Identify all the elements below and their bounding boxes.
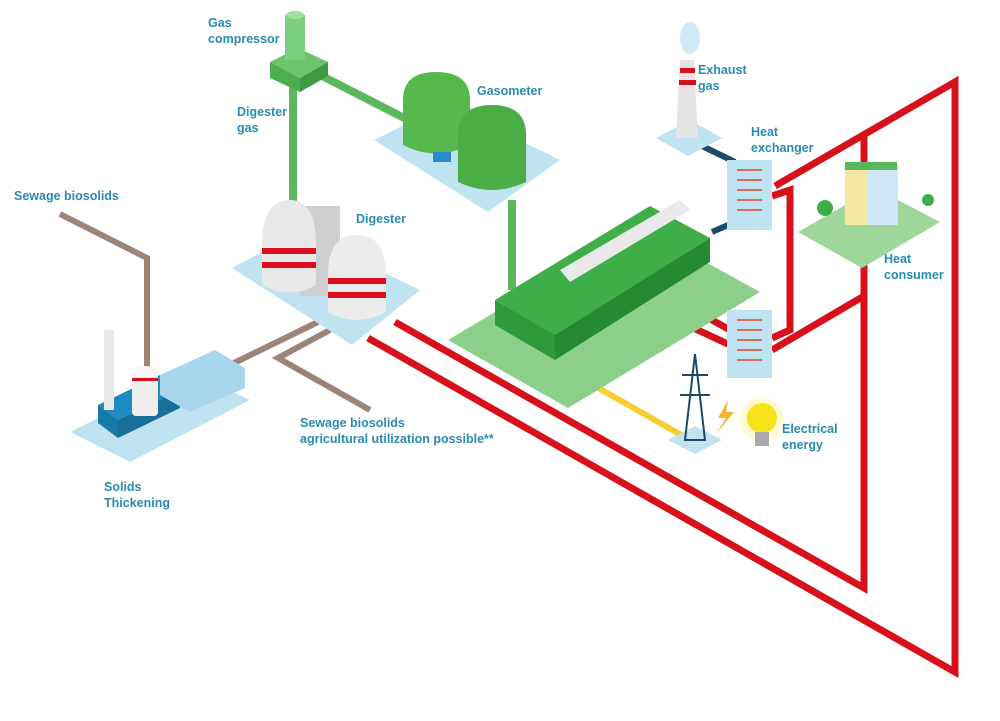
gas-compressor bbox=[270, 11, 328, 92]
label-heat-exchanger: Heat exchanger bbox=[751, 125, 814, 155]
digester bbox=[232, 200, 420, 345]
gasometer bbox=[374, 72, 560, 212]
label-digester: Digester bbox=[356, 212, 407, 226]
light-bulb-icon bbox=[740, 398, 784, 446]
gas-pipes bbox=[289, 72, 516, 290]
label-gasometer: Gasometer bbox=[477, 84, 543, 98]
heat-pipe-outer-loop bbox=[366, 75, 959, 679]
label-sewage-biosolids: Sewage biosolids bbox=[14, 189, 119, 203]
power-pylon bbox=[668, 353, 722, 454]
heat-pipe-hx-link bbox=[770, 185, 794, 342]
label-gas-compressor: Gas compressor bbox=[208, 16, 280, 46]
sludge-pipe-agricultural bbox=[271, 327, 372, 413]
heat-pipe-consumer-return bbox=[770, 292, 866, 354]
label-digester-gas: Digester gas bbox=[237, 105, 288, 135]
heat-exchanger-upper bbox=[727, 160, 772, 230]
sludge-pipes bbox=[58, 211, 372, 413]
label-sewage-agricultural: Sewage biosolids agricultural utilizatio… bbox=[300, 416, 494, 446]
heat-pipe-inner-loop bbox=[393, 135, 868, 595]
gas-engine bbox=[448, 200, 760, 408]
label-electrical-energy: Electrical energy bbox=[782, 422, 838, 452]
sludge-pipe-thickening-digester bbox=[230, 319, 320, 367]
heat-exchanger-lower bbox=[727, 310, 772, 378]
gas-pipe-compressor-gasometer bbox=[320, 72, 414, 126]
heat-consumer-building bbox=[798, 162, 940, 268]
solids-thickening-plant bbox=[70, 330, 250, 462]
sludge-pipe-inlet bbox=[58, 211, 150, 372]
label-solids-thickening: Solids Thickening bbox=[104, 480, 170, 510]
label-exhaust-gas: Exhaust gas bbox=[698, 63, 747, 93]
label-heat-consumer: Heat consumer bbox=[884, 252, 944, 282]
lightning-icon bbox=[716, 400, 734, 434]
exhaust-stack bbox=[656, 22, 722, 156]
